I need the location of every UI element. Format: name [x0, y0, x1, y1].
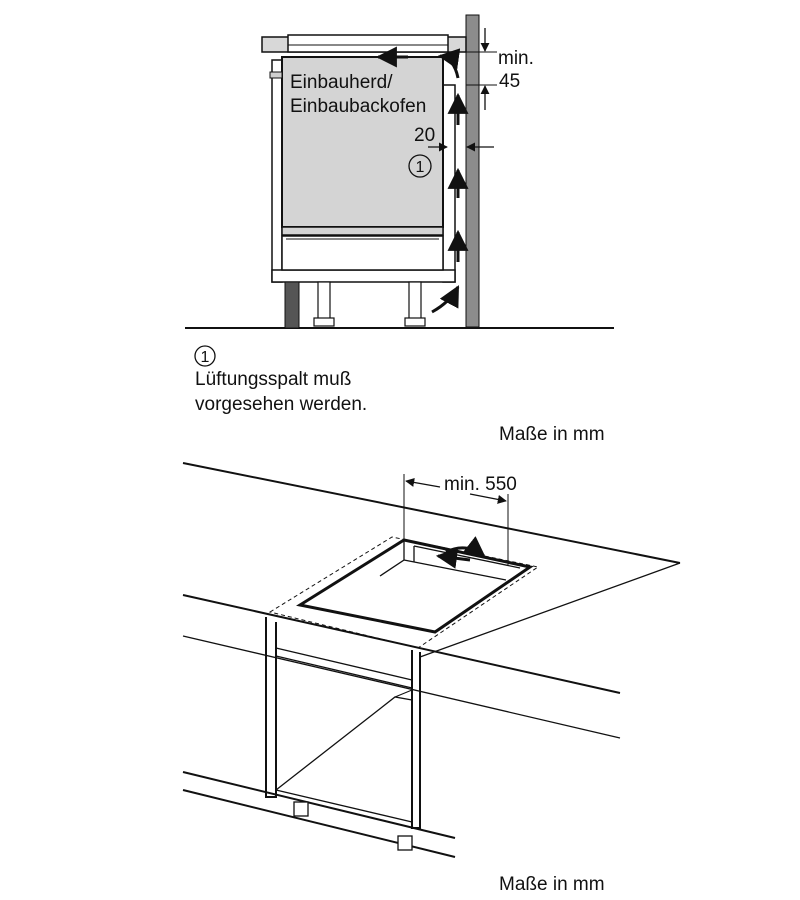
plinth-leg-dark [284, 281, 300, 329]
appliance-label-line2: Einbaubackofen [290, 96, 426, 117]
dim-gap-top-label-2: 45 [499, 71, 520, 92]
legend-marker-number: 1 [201, 349, 210, 366]
dim-gap-side-label: 20 [414, 125, 435, 146]
side-section-diagram: min. 45 20 Einbauherd/ Einbaubackofen 1 [185, 14, 614, 329]
legend-marker-circle [194, 345, 216, 367]
perspective-diagram [182, 462, 681, 858]
callout-marker-number: 1 [416, 159, 425, 176]
appliance-label-line1: Einbauherd/ [290, 72, 393, 93]
leg [317, 281, 331, 321]
legend: 1 [194, 345, 216, 367]
dim-gap-top-label-1: min. [498, 48, 534, 69]
units-note-bottom: Maße in mm [499, 874, 605, 895]
units-note-top: Maße in mm [499, 424, 605, 445]
drawer [281, 235, 444, 271]
legend-line-1: Lüftungsspalt muß [195, 369, 352, 390]
cabinet-front-left [265, 617, 277, 798]
wall [465, 14, 480, 328]
callout-marker-circle [408, 154, 432, 178]
cabinet-side-panel [271, 59, 283, 283]
airflow-arrow-curve [437, 48, 461, 79]
cabinet-back-panel [442, 84, 456, 283]
cabinet-foot [293, 801, 309, 817]
dim-arrow [469, 493, 507, 504]
airflow-arrow [445, 536, 486, 558]
leg [408, 281, 422, 321]
cabinet-foot [397, 835, 413, 851]
cabinet-front-right [411, 650, 421, 829]
hob-top [287, 34, 449, 53]
airflow-arrow [435, 547, 471, 569]
appliance-body [281, 56, 444, 228]
legend-line-2: vorgesehen werden. [195, 394, 368, 415]
dim-arrow [405, 477, 441, 488]
dim-min-width-label: min. 550 [444, 474, 517, 495]
worktop-cutout [296, 538, 534, 634]
airflow-arrow-inlet [431, 285, 460, 314]
